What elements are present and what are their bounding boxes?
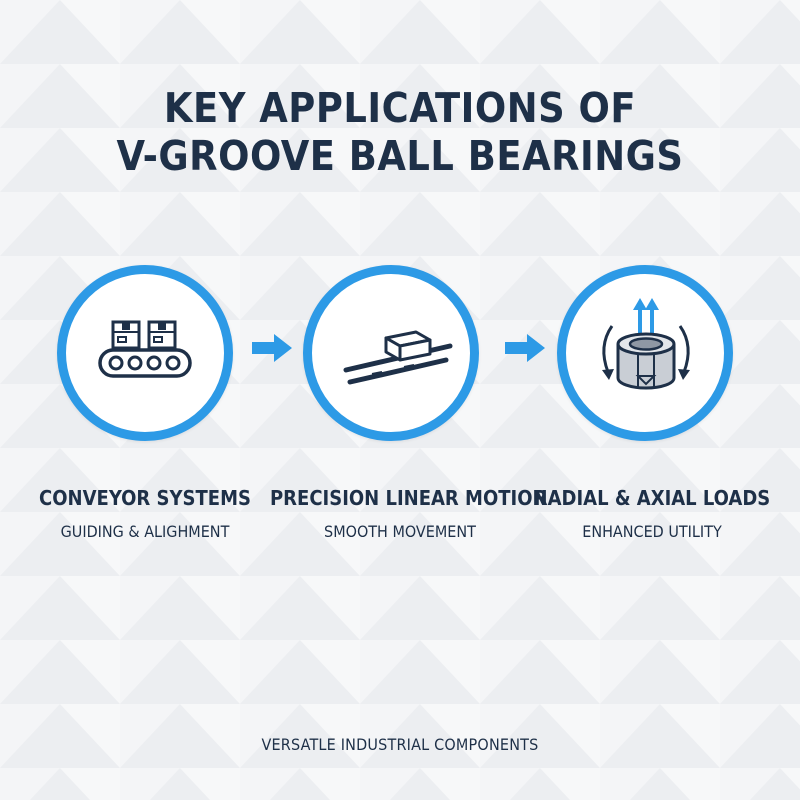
- page-title-line-1: KEY APPLICATIONS OF: [163, 84, 637, 132]
- linear-rail-icon: [343, 330, 453, 385]
- flow-arrow-right-icon: [505, 334, 545, 362]
- bearing-load-icon: [602, 298, 690, 390]
- step-label-conveyor: CONVEYOR SYSTEMS: [39, 486, 251, 510]
- page-title-line-2: V-GROOVE BALL BEARINGS: [116, 132, 684, 180]
- step-sublabel-linear-motion: SMOOTH MOVEMENT: [324, 522, 476, 541]
- step-label-bearing-loads: RADIAL & AXIAL LOADS: [533, 486, 771, 510]
- flow-arrow-right-icon: [252, 334, 292, 362]
- step-circle-bearing-loads: [557, 265, 733, 441]
- step-circle-conveyor: [57, 265, 233, 441]
- footer-tagline: VERSATLE INDUSTRIAL COMPONENTS: [261, 735, 539, 754]
- step-sublabel-bearing-loads: ENHANCED UTILITY: [582, 522, 722, 541]
- step-circle-linear-motion: [303, 265, 479, 441]
- conveyor-belt-icon: [98, 320, 192, 378]
- step-label-linear-motion: PRECISION LINEAR MOTION: [270, 486, 548, 510]
- step-sublabel-conveyor: GUIDING & ALIGHMENT: [60, 522, 230, 541]
